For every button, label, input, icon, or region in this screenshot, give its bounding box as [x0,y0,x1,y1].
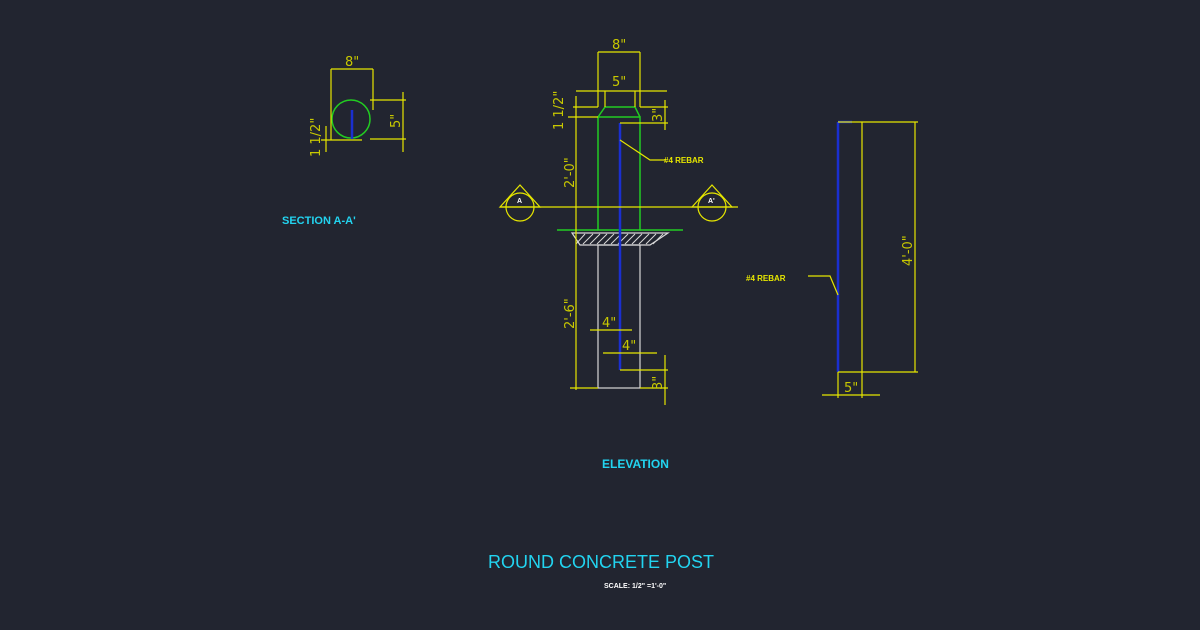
elev-above-grade-label: 2'-0" [563,157,578,188]
elev-rebar-offset-label: 4" [602,316,616,331]
elevation-title: ELEVATION [602,457,669,471]
elev-rebar-leader [619,139,666,161]
elev-rebar-note: #4 REBAR [664,156,704,165]
post-top-cap [597,106,641,118]
elev-top-cover-label: 1 1/2" [552,91,567,130]
elev-below-grade-label: 2'-6" [563,298,578,329]
rebar-detail-leader [808,275,839,296]
elevation-view: 8" 5" 1 1/2" 2'-0" 2'-6" 3" #4 REBAR 4" … [498,38,738,471]
drawing-scale: SCALE: 1/2" =1'-0" [604,583,666,590]
elev-bottom-clear-label: 3" [651,376,666,390]
section-marker-right: A' [690,184,734,222]
rebar-detail-width-label: 5" [844,381,858,396]
rebar-detail-length-label: 4'-0" [901,235,916,266]
section-height-label: 5" [389,114,404,128]
elev-top-width-label: 8" [612,38,626,53]
section-marker-left-text: A [517,198,522,205]
section-marker-left: A [498,184,542,222]
section-view: 8" 5" 1 1/2" SECTION A-A' [282,55,406,227]
elev-inner-width-label: 5" [612,75,626,90]
soil-hatch [570,232,670,246]
section-marker-right-text: A' [708,198,715,205]
section-cover-label: 1 1/2" [309,118,324,157]
rebar-detail: 4'-0" 5" #4 REBAR [746,120,918,398]
section-width-label: 8" [345,55,359,70]
section-title: SECTION A-A' [282,215,356,227]
drawing-title: ROUND CONCRETE POST [488,552,714,572]
rebar-detail-note: #4 REBAR [746,274,786,283]
elev-top-clear-label: 3" [651,108,666,122]
elev-rebar-offset2-label: 4" [622,339,636,354]
